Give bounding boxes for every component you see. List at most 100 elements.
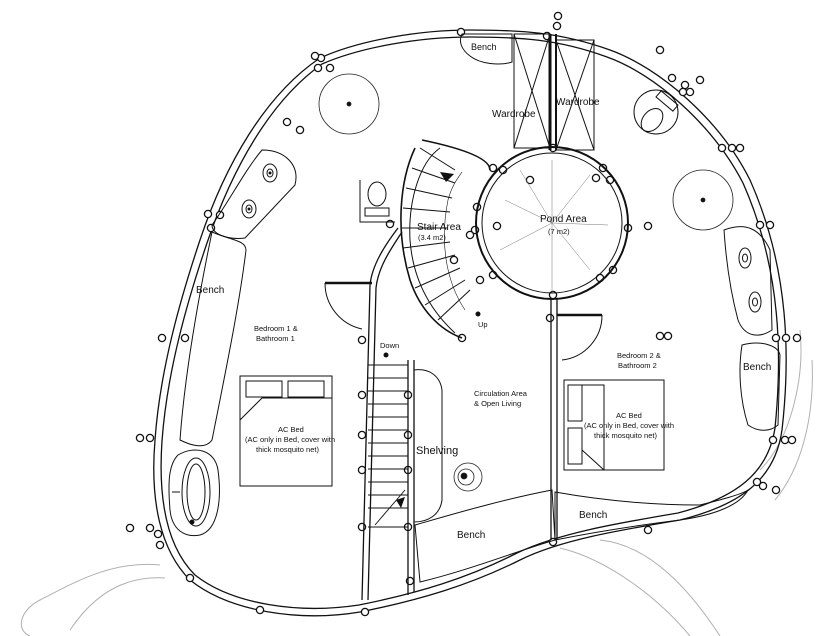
pond-area-structure	[475, 146, 629, 300]
column-post-icon	[655, 45, 665, 55]
column-post-icon	[663, 331, 673, 341]
up-marker	[475, 311, 481, 317]
circulation-label-line1: Circulation Area	[474, 389, 528, 398]
shelving-unit	[413, 369, 443, 523]
column-post-icon	[643, 525, 653, 535]
column-post-icon	[768, 435, 778, 445]
column-post-icon	[752, 477, 762, 487]
column-post-icon	[475, 275, 485, 285]
bench-bottom-shape	[554, 488, 750, 541]
shelving-label: Shelving	[416, 445, 458, 457]
bed-1-label-line3: thick mosquito net)	[256, 445, 319, 454]
toilet-icon	[359, 180, 395, 223]
column-post-icon	[295, 125, 305, 135]
bench-top-shape	[459, 33, 513, 65]
down-label: Down	[380, 341, 399, 350]
column-post-icon	[145, 523, 155, 533]
bench-left-label: Bench	[196, 285, 224, 296]
column-post-icon	[781, 333, 791, 343]
interior-walls	[361, 227, 558, 601]
basin-icon	[723, 226, 773, 336]
column-post-icon	[755, 220, 765, 230]
column-post-icon	[591, 173, 601, 183]
bedroom-1-label-line2: Bathroom 1	[256, 334, 295, 343]
outer-wall	[153, 29, 787, 617]
straight-stair	[368, 364, 408, 528]
down-marker	[383, 352, 389, 358]
column-post-icon	[792, 333, 802, 343]
plant-pot-icon	[318, 73, 734, 492]
column-post-icon	[357, 335, 367, 345]
door-swing-icon	[324, 281, 603, 361]
column-post-icon	[360, 607, 370, 617]
column-post-icon	[456, 27, 466, 37]
column-post-icon	[685, 87, 695, 97]
column-post-icon	[206, 223, 216, 233]
column-post-icon	[771, 333, 781, 343]
column-post-icon	[765, 220, 775, 230]
bench-top-label: Bench	[471, 42, 497, 52]
column-post-icon	[153, 529, 163, 539]
column-post-icon	[357, 390, 367, 400]
basin-icon	[211, 149, 297, 239]
column-post-icon	[525, 175, 535, 185]
column-post-icon	[145, 433, 155, 443]
bench-bottom-center-label: Bench	[457, 530, 485, 541]
pond-area-label: Pond Area	[540, 214, 587, 225]
bathtub-icon	[168, 449, 220, 537]
bed-2-label-line2: (AC only in Bed, cover with	[584, 421, 674, 430]
column-post-icon	[552, 21, 562, 31]
column-post-icon	[758, 481, 768, 491]
wardrobe-units	[513, 33, 595, 151]
bed-1-label-line1: AC Bed	[278, 425, 304, 434]
column-post-icon	[678, 87, 688, 97]
column-post-icon	[357, 465, 367, 475]
bench-right-shape	[739, 342, 781, 431]
wardrobe-right-label: Wardrobe	[556, 97, 600, 108]
column-post-icon	[325, 63, 335, 73]
column-post-icon	[771, 485, 781, 495]
bench-right-label: Bench	[743, 362, 771, 373]
bench-left-shape	[179, 231, 247, 447]
circulation-label-line2: & Open Living	[474, 399, 521, 408]
stair-area-label: Stair Area	[417, 222, 461, 233]
column-post-icon	[185, 573, 195, 583]
column-post-icon	[180, 333, 190, 343]
column-post-icon	[695, 75, 705, 85]
up-label: Up	[478, 320, 488, 329]
column-post-icon	[135, 433, 145, 443]
bedroom-1-label-line1: Bedroom 1 &	[254, 324, 298, 333]
column-post-icon	[667, 73, 677, 83]
site-landscape-lines	[20, 329, 813, 636]
column-post-icon	[643, 221, 653, 231]
column-post-icon	[125, 523, 135, 533]
column-post-icon	[655, 331, 665, 341]
column-post-icon	[449, 255, 459, 265]
column-post-icon	[787, 435, 797, 445]
pond-area-size: (7 m2)	[548, 227, 570, 236]
column-post-icon	[465, 230, 475, 240]
column-post-icon	[545, 313, 555, 323]
column-post-icon	[385, 219, 395, 229]
spiral-stair	[400, 139, 491, 339]
wall-posts	[125, 11, 802, 617]
arrow-icon	[396, 497, 405, 508]
column-post-icon	[680, 80, 690, 90]
bed-2	[563, 379, 665, 471]
column-post-icon	[255, 605, 265, 615]
bed-1-label-line2: (AC only in Bed, cover with	[245, 435, 335, 444]
wardrobe-left-label: Wardrobe	[492, 109, 536, 120]
column-post-icon	[553, 11, 563, 21]
column-post-icon	[727, 143, 737, 153]
bed-2-label-line3: thick mosquito net)	[594, 431, 657, 440]
column-post-icon	[492, 221, 502, 231]
column-post-icon	[313, 63, 323, 73]
bed-2-label-line1: AC Bed	[616, 411, 642, 420]
column-post-icon	[155, 540, 165, 550]
column-post-icon	[357, 430, 367, 440]
bedroom-2-label-line2: Bathroom 2	[618, 361, 657, 370]
toilet-icon	[633, 89, 679, 135]
arrow-icon	[440, 172, 454, 182]
bedroom-2-label-line1: Bedroom 2 &	[617, 351, 661, 360]
bed-1	[239, 375, 333, 487]
